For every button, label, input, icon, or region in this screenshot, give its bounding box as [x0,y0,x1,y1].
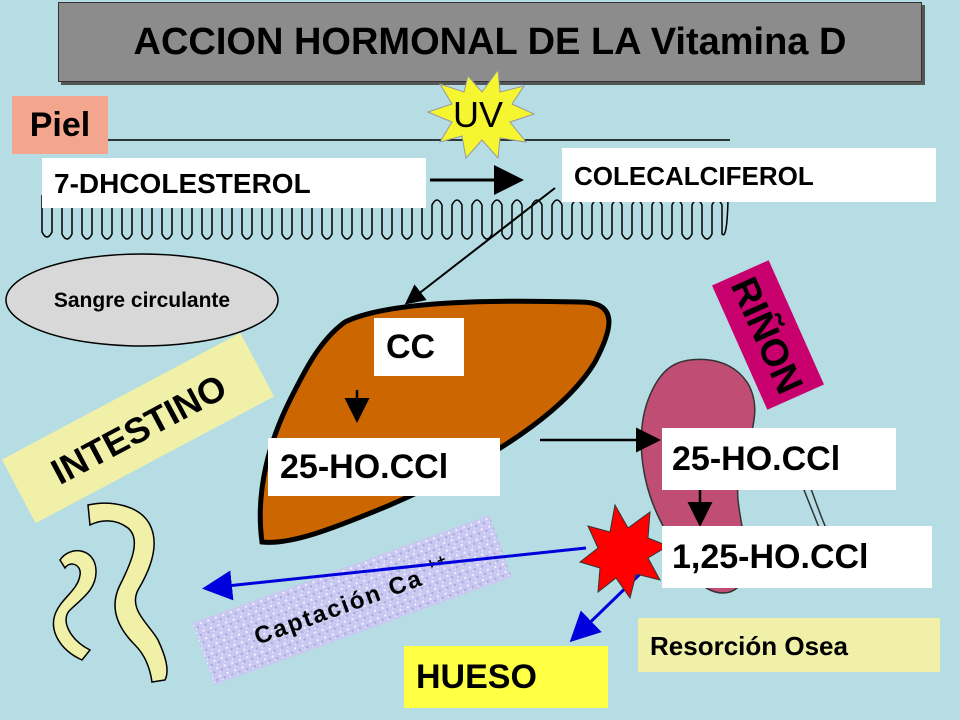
precursor-box: 7-DHCOLESTEROL [42,158,426,208]
liver-input-box: CC [374,318,464,376]
skin-label: Piel [12,96,108,154]
cholecalciferol-box: COLECALCIFEROL [562,148,936,202]
intestine-loop [52,550,97,661]
bone-resorption-label: Resorción Osea [650,631,848,661]
kidney-input-box: 25-HO.CCl [662,428,896,490]
blood-label: Sangre circulante [54,289,230,312]
bone-resorption-box: Resorción Osea [638,618,940,672]
bone-label: HUESO [416,658,537,696]
cholecalciferol-label: COLECALCIFEROL [574,161,814,191]
calcium-uptake-superscript: ++ [424,550,450,573]
intestine-label-box: INTESTINO [1,332,275,524]
precursor-label: 7-DHCOLESTEROL [54,168,311,199]
arrow-cholecalciferol-to-liver [404,187,556,305]
action-burst [578,503,670,600]
kidney-input-label: 25-HO.CCl [672,440,841,478]
kidney-output-box: 1,25-HO.CCl [662,526,932,588]
page-title: ACCION HORMONAL DE LA Vitamina D [58,2,922,82]
liver-input-label: CC [386,328,436,366]
blood-circulation-oval [5,253,279,347]
uv-label: UV [453,94,503,135]
liver-output-box: 25-HO.CCl [268,438,500,496]
liver-output-label: 25-HO.CCl [280,448,449,486]
kidney-output-label: 1,25-HO.CCl [672,538,869,576]
intestine-shape [87,502,168,683]
arrow-to-intestine [202,546,587,601]
bone-box: HUESO [404,646,608,708]
uv-burst [426,68,536,160]
